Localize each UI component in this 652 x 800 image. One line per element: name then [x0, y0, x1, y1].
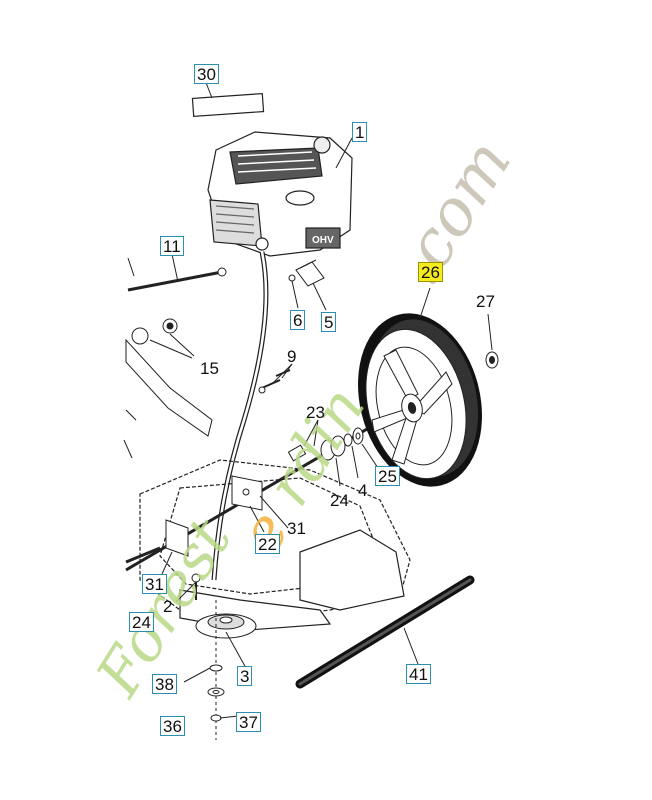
handle-bracket — [125, 318, 213, 437]
callout-1: 1 — [352, 122, 368, 142]
rod-11 — [127, 253, 227, 292]
callout-6: 6 — [290, 310, 306, 330]
callout-9: 9 — [287, 347, 297, 366]
axle-brackets — [161, 475, 289, 575]
callout-37: 37 — [236, 712, 261, 732]
callout-2: 2 — [163, 597, 173, 616]
left-edge-parts — [123, 257, 137, 459]
callout-41: 41 — [406, 664, 431, 684]
spark-plug-boot — [288, 259, 327, 311]
cable-41 — [295, 575, 475, 689]
callout-26: 26 — [418, 262, 443, 282]
engine — [207, 131, 353, 257]
callout-31-a: 31 — [287, 519, 306, 538]
bolt-2 — [175, 573, 201, 603]
callout-23: 23 — [306, 403, 325, 422]
callout-36: 36 — [160, 716, 185, 736]
washers-38-37 — [183, 664, 239, 722]
callout-11: 11 — [160, 236, 184, 256]
bolts-9 — [258, 363, 293, 394]
callout-24-b: 24 — [129, 612, 154, 632]
callout-25: 25 — [375, 466, 400, 486]
axle-hardware — [287, 419, 379, 487]
nut-27 — [485, 313, 499, 369]
callout-38: 38 — [152, 674, 177, 694]
watermark-part4: .com — [381, 127, 526, 298]
engine-label: OHV — [312, 235, 334, 246]
callout-3: 3 — [237, 666, 253, 686]
label-strip — [191, 79, 265, 118]
callout-27: 27 — [476, 292, 495, 311]
callout-31-b: 31 — [142, 574, 167, 594]
callout-22: 22 — [255, 534, 280, 554]
frame-panel — [179, 529, 405, 631]
callout-15: 15 — [200, 359, 219, 378]
blade-adapter — [195, 613, 257, 669]
wheel-26 — [358, 287, 482, 487]
callout-24-a: 24 — [330, 491, 349, 510]
callout-5: 5 — [321, 312, 337, 332]
callout-4: 4 — [358, 481, 368, 500]
callout-30: 30 — [194, 64, 219, 84]
leader-1 — [335, 137, 353, 169]
